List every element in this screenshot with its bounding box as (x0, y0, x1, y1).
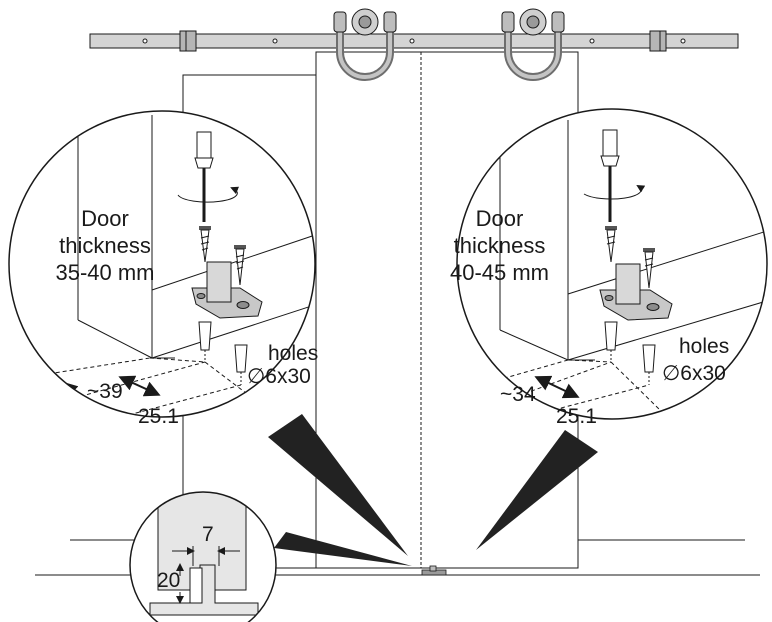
right-door-word: Door (475, 206, 524, 231)
guide-height-dimension: 20 (157, 569, 181, 592)
right-holes-spec: ∅6x30 (662, 362, 726, 385)
left-holes-label: holes (268, 342, 319, 365)
left-offset-dimension: ~39 (87, 380, 123, 403)
right-offset-dimension: ~34 (500, 383, 536, 406)
left-spacing-dimension: 25.1 (138, 405, 179, 428)
right-door-thickness-label: Door thickness 40-45 mm (432, 205, 567, 286)
detail-circle-left (8, 110, 316, 418)
left-thickness-word: thickness (59, 233, 151, 258)
left-door-thickness-label: Door thickness 35-40 mm (45, 205, 165, 286)
right-holes-label: holes (679, 335, 730, 358)
right-spacing-dimension: 25.1 (556, 405, 597, 428)
right-thickness-word: thickness (453, 233, 546, 258)
floor-guide-small (421, 565, 447, 576)
rail-stopper-left (179, 30, 197, 52)
roller-hanger-left (333, 8, 397, 81)
callout-pointers (268, 414, 598, 566)
top-rail (89, 33, 739, 49)
left-thickness-range: 35-40 mm (55, 260, 155, 285)
guide-width-dimension: 7 (202, 523, 214, 546)
left-holes-spec: ∅6x30 (247, 365, 311, 388)
right-thickness-range: 40-45 mm (449, 260, 550, 285)
rail-stopper-right (649, 30, 667, 52)
left-door-word: Door (81, 206, 129, 231)
detail-circle-floor-guide (129, 491, 277, 622)
roller-hanger-right (501, 8, 565, 81)
